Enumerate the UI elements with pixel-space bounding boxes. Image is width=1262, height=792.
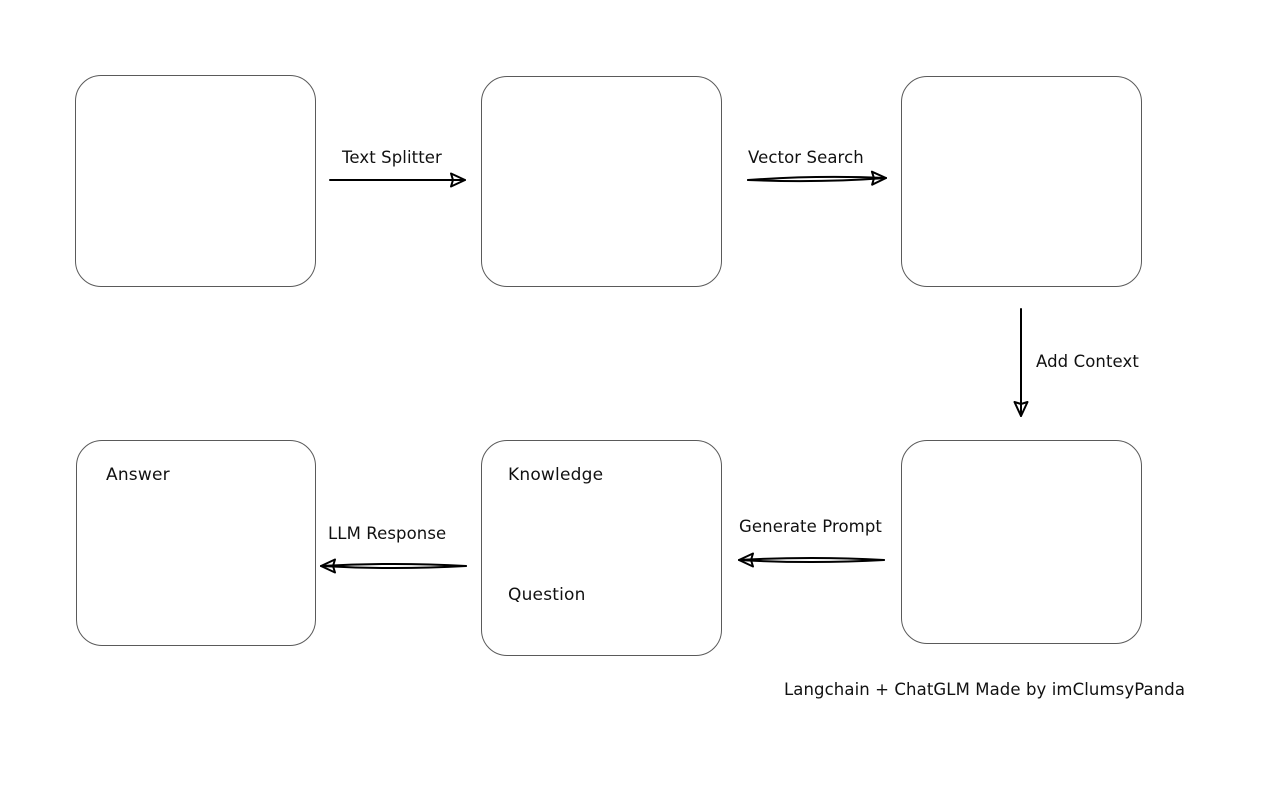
add-context-arrow-label: Add Context [1036, 352, 1139, 371]
vector-search-arrow [747, 170, 887, 186]
vector-search-arrow-head [870, 170, 887, 186]
prompt-box-heading-1: Question [508, 585, 586, 605]
retrieved-document [901, 76, 1142, 287]
text-splitter-arrow-head [450, 172, 466, 188]
text-splitter-arrow [329, 172, 466, 188]
prompt-box [481, 440, 722, 656]
answer-box-heading-0: Answer [106, 465, 170, 485]
diagram-caption: Langchain + ChatGLM Made by imClumsyPand… [784, 680, 1186, 699]
llm-response-arrow-shaft-upper [320, 563, 467, 567]
context-document [901, 440, 1142, 644]
prompt-box-heading-0: Knowledge [508, 465, 604, 485]
generate-prompt-arrow-shaft-upper [738, 557, 885, 561]
llm-response-arrow-shaft-lower [320, 565, 467, 569]
llm-response-arrow-head [320, 558, 336, 574]
llm-response-arrow-label: LLM Response [328, 524, 447, 543]
generate-prompt-arrow-label: Generate Prompt [739, 517, 882, 536]
llm-response-arrow [320, 558, 467, 574]
generate-prompt-arrow [738, 552, 885, 568]
vector-search-arrow-shaft-upper [747, 177, 887, 183]
vector-search-arrow-shaft-lower [747, 175, 887, 181]
source-document [75, 75, 316, 287]
chunked-document [481, 76, 722, 287]
add-context-arrow [1013, 308, 1029, 417]
add-context-arrow-head [1013, 401, 1029, 417]
vector-search-arrow-label: Vector Search [748, 148, 864, 167]
generate-prompt-arrow-shaft-lower [738, 559, 885, 563]
generate-prompt-arrow-head [738, 552, 754, 568]
answer-box [76, 440, 316, 646]
text-splitter-arrow-label: Text Splitter [342, 148, 442, 167]
